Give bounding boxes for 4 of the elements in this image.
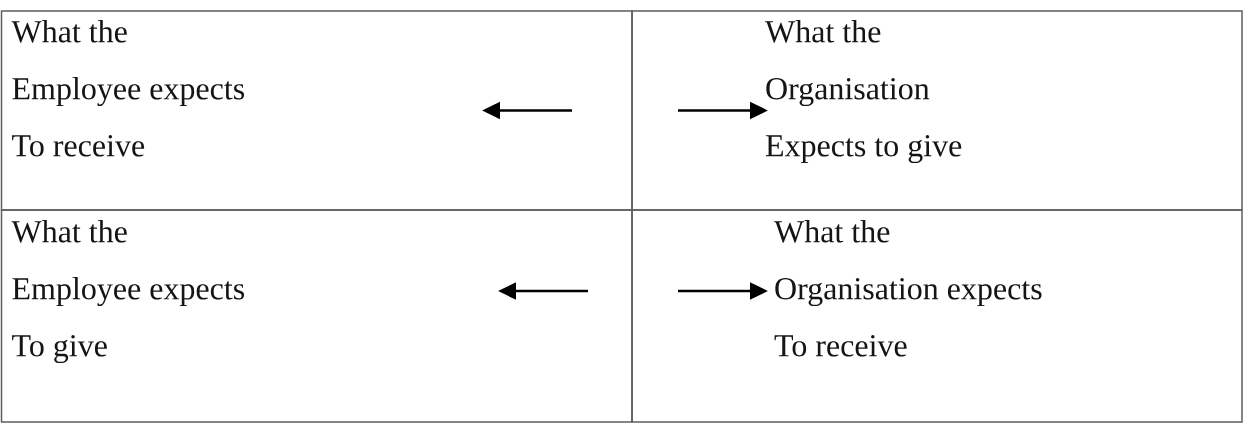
table-cell: What the Employee expects To receive [0,10,633,211]
table-cell: What the Organisation expects To receive [631,209,1243,423]
table-cell: What the Employee expects To give [0,209,633,423]
table-cell: What the Organisation Expects to give [631,10,1243,211]
